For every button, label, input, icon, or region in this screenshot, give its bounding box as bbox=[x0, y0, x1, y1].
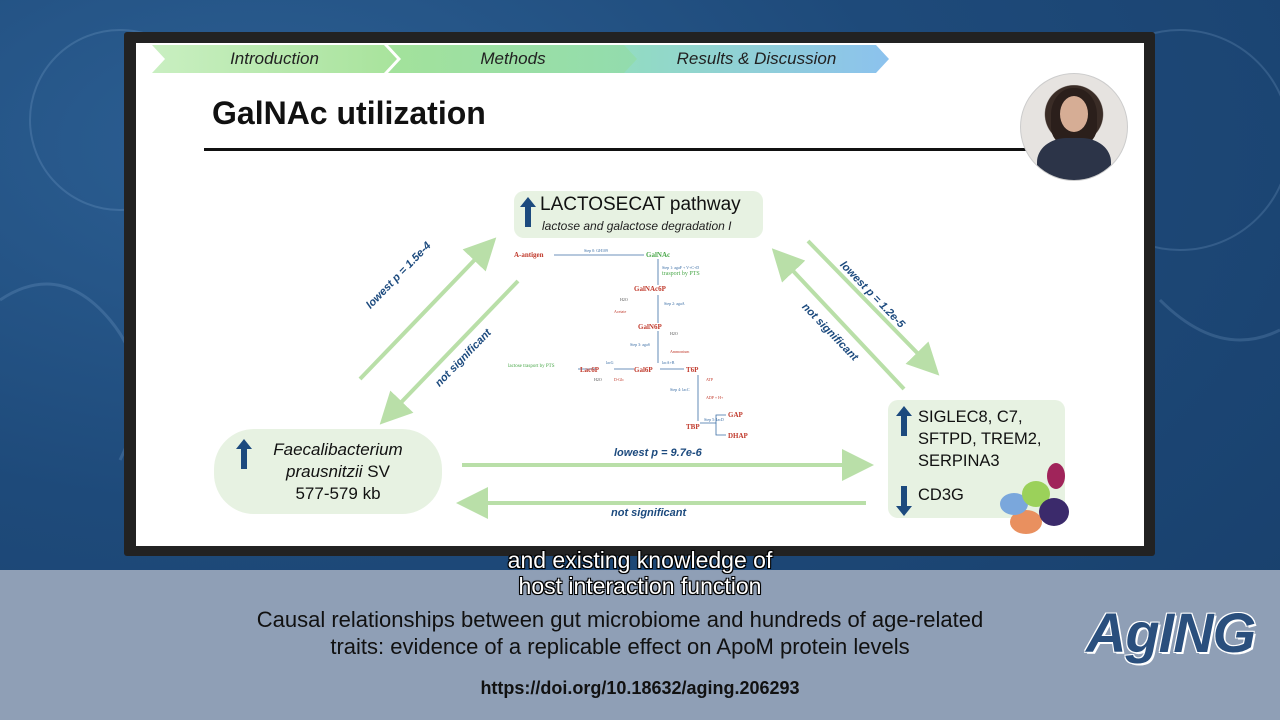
paper-title-line-1: Causal relationships between gut microbi… bbox=[256, 607, 984, 632]
pathway-gap: GAP bbox=[728, 411, 744, 419]
genes-box: SIGLEC8, C7, SFTPD, TREM2, SERPINA3 CD3G bbox=[888, 400, 1069, 534]
pathway-galnac6p: GalNAc6P bbox=[634, 285, 667, 293]
pathway-acetate: Acetate bbox=[614, 309, 626, 314]
nav-step-label: Introduction bbox=[230, 49, 319, 68]
pathway-lacab: lacA+B bbox=[662, 360, 675, 365]
gene-line: SERPINA3 bbox=[918, 452, 1000, 470]
slide-title: GalNAc utilization bbox=[212, 95, 486, 131]
pathway-step4: Step 4: lacC bbox=[670, 387, 690, 392]
pathway-lacg: lacG bbox=[606, 360, 614, 365]
gene-down-label: CD3G bbox=[918, 486, 964, 504]
up-arrow-icon bbox=[896, 406, 912, 436]
pathway-a-antigen: A-antigen bbox=[514, 251, 544, 259]
arrow-left-up bbox=[358, 237, 497, 381]
aging-logo: AgING bbox=[1086, 601, 1256, 664]
presenter-avatar bbox=[1020, 73, 1128, 181]
pathway-step1: Step 1: agaF + V+C+D bbox=[662, 265, 699, 270]
pathway-lac6p: Lac6P bbox=[580, 366, 600, 374]
pathway-gal6p: Gal6P bbox=[634, 366, 653, 374]
arrow-left-down bbox=[379, 279, 520, 425]
pathway-step0: Step 0: GH109 bbox=[584, 248, 608, 253]
bacterium-region: 577-579 kb bbox=[295, 484, 381, 503]
pathway-h2o-1: H2O bbox=[620, 297, 628, 302]
pathway-tbp: TBP bbox=[686, 423, 700, 431]
lactosecat-title: LACTOSECAT pathway bbox=[540, 194, 741, 215]
bacterium-box: Faecalibacterium prausnitzii SV 577-579 … bbox=[214, 429, 442, 514]
doi-link[interactable]: https://doi.org/10.18632/aging.206293 bbox=[480, 678, 800, 698]
bacterium-species-line: prausnitzii SV bbox=[254, 461, 422, 483]
paper-title: Causal relationships between gut microbi… bbox=[160, 606, 1080, 660]
pathway-atp: ATP bbox=[706, 377, 714, 382]
caption-bar bbox=[0, 570, 1280, 720]
paper-title-line-2: traits: evidence of a replicable effect … bbox=[330, 634, 910, 659]
bacterium-genus: Faecalibacterium bbox=[273, 440, 403, 459]
pathway-step3: Step 3: agaS bbox=[630, 342, 650, 347]
label-bottom-left: not significant bbox=[611, 507, 687, 519]
arrow-right-down bbox=[806, 239, 940, 376]
nav-step-results[interactable]: Results & Discussion bbox=[624, 45, 889, 73]
pathway-dglc: D-Glc bbox=[614, 377, 624, 382]
section-nav: Introduction Methods Results & Discussio… bbox=[152, 45, 892, 73]
down-arrow-icon bbox=[896, 486, 912, 516]
up-arrow-icon bbox=[520, 197, 536, 227]
gene-line: SIGLEC8, C7, bbox=[918, 408, 1023, 426]
nav-step-introduction[interactable]: Introduction bbox=[152, 45, 397, 73]
slide: Introduction Methods Results & Discussio… bbox=[136, 43, 1144, 546]
lactosecat-subtitle: lactose and galactose degradation I bbox=[542, 219, 732, 233]
title-rule bbox=[204, 148, 1034, 151]
pathway-dhap: DHAP bbox=[728, 432, 749, 440]
pathway-lactose-transport: lactose trasport by PTS bbox=[508, 364, 555, 369]
avatar-body bbox=[1037, 138, 1111, 180]
caption-line-2: host interaction function bbox=[518, 573, 762, 599]
arrow-right-up bbox=[771, 248, 906, 391]
pathway-h2o-3: H2O bbox=[594, 377, 602, 382]
bacterium-label: Faecalibacterium prausnitzii SV 577-579 … bbox=[254, 439, 422, 505]
pathway-step5: Step 5: lacD bbox=[704, 417, 724, 422]
pathway-h2o-2: H2O bbox=[670, 331, 678, 336]
pathway-diagram: A-antigen Step 0: GH109 GalNAc Step 1: a… bbox=[508, 248, 749, 440]
nav-step-label: Results & Discussion bbox=[676, 49, 837, 68]
lactosecat-box: LACTOSECAT pathway lactose and galactose… bbox=[514, 191, 763, 238]
pathway-step2: Step 2: agaA bbox=[664, 301, 685, 306]
subtitle-caption: and existing knowledge of host interacti… bbox=[440, 547, 840, 599]
pathway-transport-pts: trasport by PTS bbox=[662, 271, 700, 277]
nav-step-label: Methods bbox=[480, 49, 546, 68]
up-arrow-icon bbox=[236, 439, 252, 469]
pathway-galnac: GalNAc bbox=[646, 251, 670, 259]
bacterium-sv: SV bbox=[362, 462, 390, 481]
pathway-ammonium: Ammonium bbox=[670, 349, 690, 354]
nav-step-methods[interactable]: Methods bbox=[388, 45, 638, 73]
gene-line: SFTPD, TREM2, bbox=[918, 430, 1042, 448]
label-bottom-right: lowest p = 9.7e-6 bbox=[614, 447, 702, 459]
pathway-galn6p: GalN6P bbox=[638, 323, 662, 331]
protein-complex-icon bbox=[1000, 463, 1069, 534]
pathway-t6p: T6P bbox=[686, 366, 699, 374]
bacterium-species: prausnitzii bbox=[286, 462, 363, 481]
relationship-arrows bbox=[358, 237, 940, 519]
pathway-adp: ADP + H+ bbox=[706, 395, 724, 400]
caption-line-1: and existing knowledge of bbox=[507, 547, 773, 573]
genes-up-list: SIGLEC8, C7, SFTPD, TREM2, SERPINA3 bbox=[918, 406, 1041, 472]
avatar-face bbox=[1060, 96, 1088, 132]
